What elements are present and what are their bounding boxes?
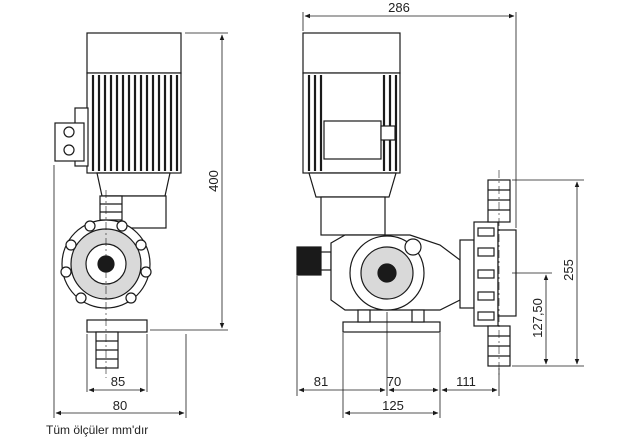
- side-view: [296, 32, 517, 376]
- side-adjust-knob: [404, 238, 422, 256]
- front-cable-gland-2: [63, 144, 75, 156]
- side-base-plate: [342, 321, 441, 333]
- side-inlet-stub: [320, 251, 332, 271]
- front-base-plate: [86, 319, 148, 333]
- front-cable-gland-1: [63, 126, 75, 138]
- side-terminal-box: [323, 120, 382, 160]
- dim-outlet-height-label: 127,50: [530, 298, 545, 338]
- units-note: Tüm ölçüler mm'dır: [46, 423, 149, 437]
- dim-front-offset-label: 111: [456, 374, 476, 389]
- side-cable-gland: [380, 125, 396, 141]
- side-gear-neck: [320, 196, 386, 236]
- side-head-flange: [459, 239, 475, 309]
- dim-base-hole-label: 85: [111, 374, 125, 389]
- dim-base-width-label: 80: [113, 398, 127, 413]
- front-head-bolts: [60, 220, 152, 304]
- dim-base-length-label: 125: [382, 398, 404, 413]
- dim-rear-offset-label: 81: [314, 374, 328, 389]
- side-foot-left: [357, 309, 371, 323]
- dim-overall-width-label: 286: [388, 0, 410, 15]
- side-head-bolts: [477, 227, 495, 321]
- side-motor-flange: [308, 172, 397, 198]
- side-motor-cap: [302, 32, 401, 74]
- front-motor-cap: [86, 32, 182, 74]
- front-view: [54, 32, 182, 378]
- front-motor-flange: [96, 172, 171, 197]
- dim-flange-height-label: 255: [561, 259, 576, 281]
- side-dimensions: [296, 12, 584, 418]
- side-motor-fins: [307, 75, 398, 171]
- side-inlet-connector: [296, 246, 322, 276]
- dim-height-label: 400: [206, 170, 221, 192]
- dim-mid-offset-label: 70: [387, 374, 401, 389]
- side-foot-right: [411, 309, 425, 323]
- front-motor-fins: [91, 75, 179, 171]
- front-dimensions: [53, 32, 228, 418]
- side-gear-center: [377, 263, 397, 283]
